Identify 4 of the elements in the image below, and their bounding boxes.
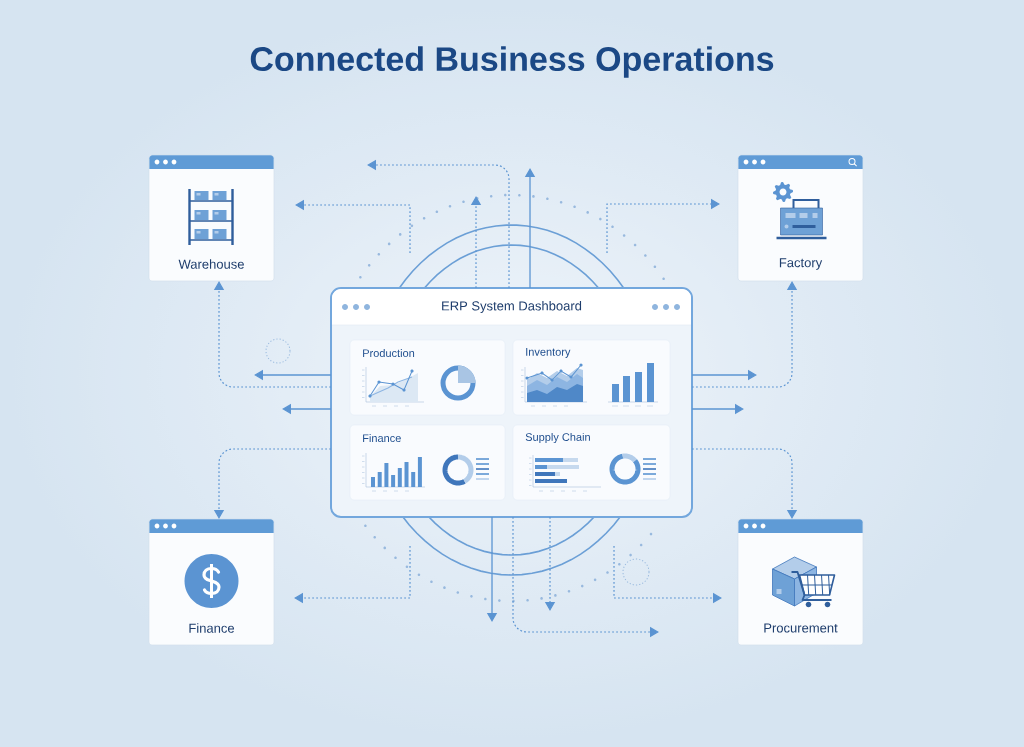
arrow (213, 281, 332, 388)
arrow (691, 448, 798, 519)
window-box: Warehouse (148, 154, 275, 282)
title: Connected Business Operations (250, 46, 774, 78)
